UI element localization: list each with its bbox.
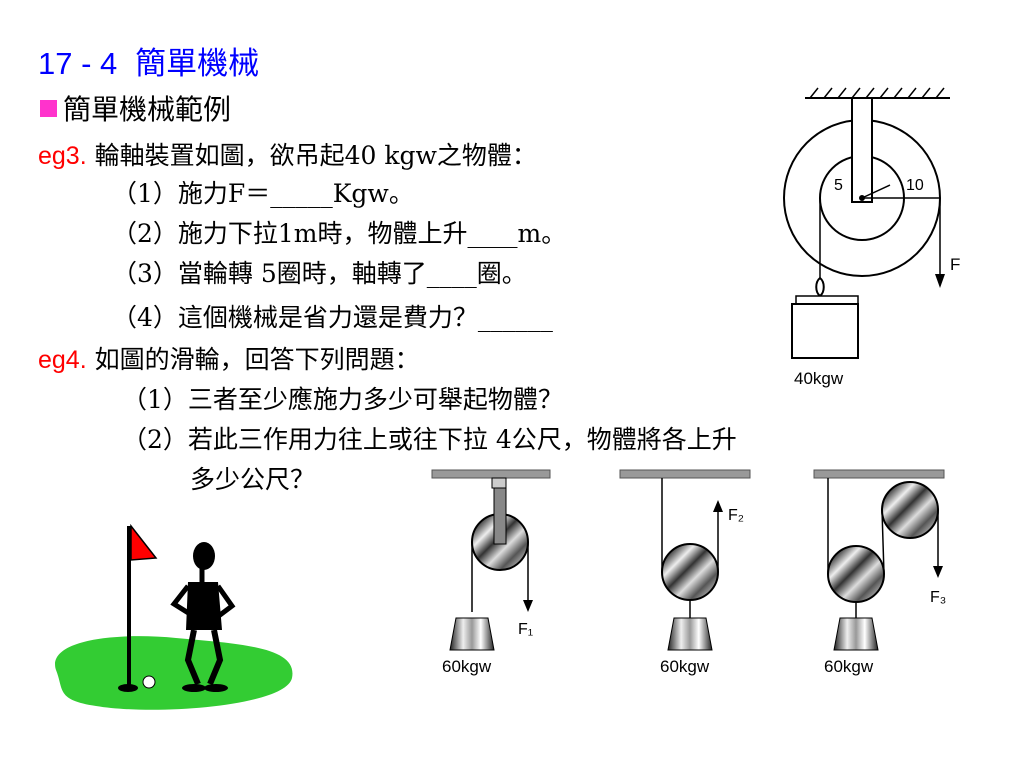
pulley-a-weight: 60kgw [442,657,492,676]
eg3-question-3: （3）當輪轉 5圈時，軸轉了____圈。 [112,259,527,288]
pulley-system-diagram: F₃ 60kgw [813,469,946,676]
eg3-question-2: （2）施力下拉1m時，物體上升____m。 [112,219,567,248]
outer-radius-label: 10 [906,177,924,194]
eg4-prompt: 如圖的滑輪，回答下列問題： [94,345,420,374]
eg3-question-1: （1）施力F＝_____Kgw。 [112,179,414,208]
pulley-a-force: F₁ [518,621,533,638]
eg4-question-2-cont: 多少公尺？ [190,465,316,494]
eg3-prompt: 輪軸裝置如圖，欲吊起40 kgw之物體： [94,141,537,170]
stick-figure-icon [170,542,236,692]
section-heading: 簡單機械範例 [40,88,231,128]
pulley-b-force: F₂ [728,507,744,524]
pulley-diagrams: F₁ 60kgw F₂ 60kgw F₃ 60kgw [431,469,946,676]
section-heading-text: 簡單機械範例 [63,93,232,126]
eg3-label: eg3. [38,142,87,170]
eg4-question-2: （2）若此三作用力往上或往下拉 4公尺，物體將各上升 [122,425,737,454]
eg3-question-4: （4）這個機械是省力還是費力？______ [112,303,553,332]
square-bullet-icon [40,100,57,117]
movable-pulley-diagram: F₂ 60kgw [619,469,751,676]
eg4-label: eg4. [38,346,87,374]
force-label: F [950,255,960,274]
eg4-question-1: （1）三者至少應施力多少可舉起物體？ [122,385,563,414]
golf-clipart [55,523,293,710]
inner-radius-label: 5 [834,177,843,194]
pulley-c-force: F₃ [930,589,946,606]
flag-icon [130,523,158,561]
weight-label: 40kgw [794,369,844,388]
title-number: 17 - 4 [38,46,118,81]
pulley-b-weight: 60kgw [660,657,710,676]
wheel-axle-diagram: 5 10 40kgw F [783,87,960,388]
fixed-pulley-diagram: F₁ 60kgw [431,469,551,676]
eg3-prompt-line: eg3. 輪軸裝置如圖，欲吊起40 kgw之物體： [38,136,537,172]
pulley-c-weight: 60kgw [824,657,874,676]
eg4-prompt-line: eg4. 如圖的滑輪，回答下列問題： [38,340,420,376]
grass-green [55,636,293,710]
title-text: 簡單機械 [135,46,260,82]
page-title: 17 - 4 簡單機械 [38,38,259,83]
golf-ball-icon [142,675,156,689]
